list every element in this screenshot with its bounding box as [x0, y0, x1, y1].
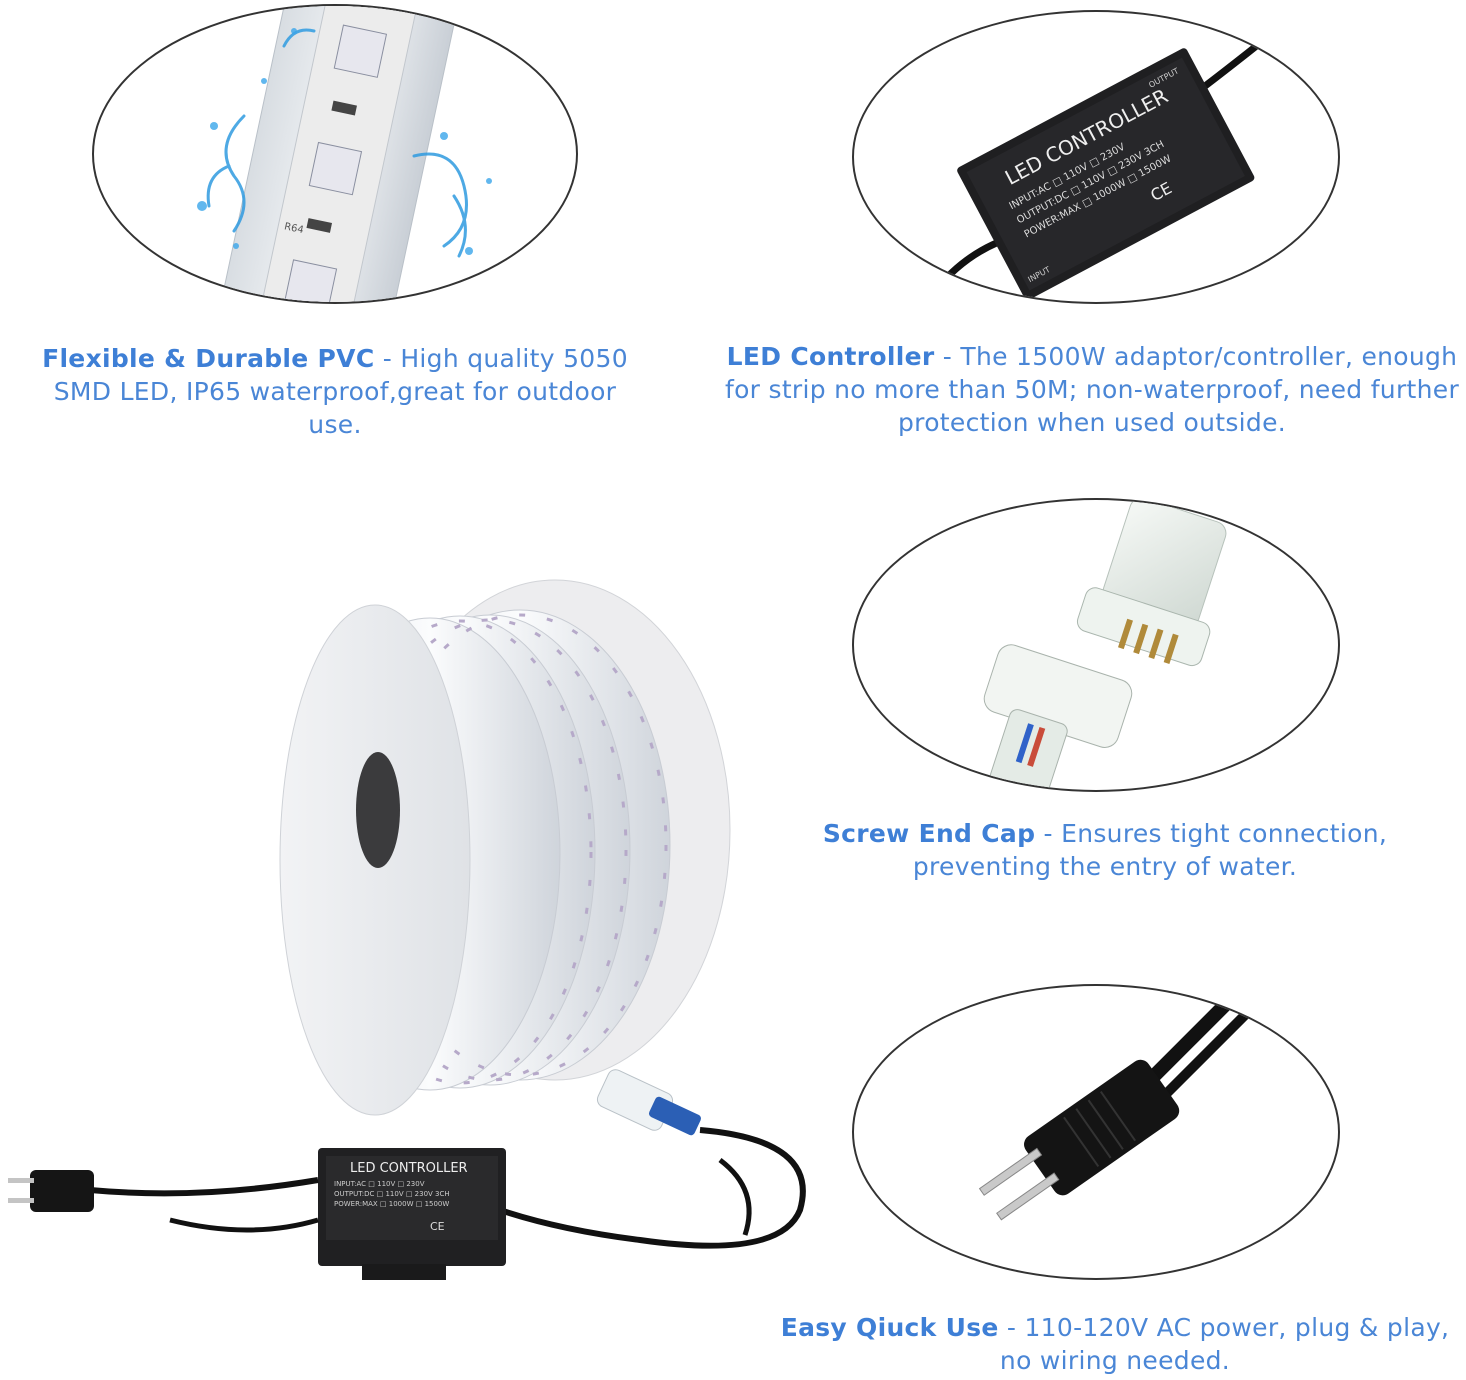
controller-oval: LED CONTROLLER INPUT:AC □ 110V □ 230V OU…	[852, 10, 1340, 304]
waterproof-strip-image: R64	[197, 6, 492, 302]
controller-image: LED CONTROLLER INPUT:AC □ 110V □ 230V OU…	[931, 29, 1277, 300]
feature-end-cap-text: Ensures tight connection, preventing the…	[912, 819, 1388, 881]
strip-marking: R64	[283, 221, 305, 236]
feature-pvc-sep: -	[374, 344, 401, 373]
feature-pvc: Flexible & Durable PVC - High quality 50…	[40, 342, 630, 441]
feature-controller-title: LED Controller	[726, 342, 935, 371]
feature-controller-text: The 1500W adaptor/controller, enough for…	[724, 342, 1460, 437]
feature-pvc-text: High quality 5050 SMD LED, IP65 waterpro…	[53, 344, 628, 439]
feature-pvc-title: Flexible & Durable PVC	[42, 344, 375, 373]
feature-easy-use-text: 110-120V AC power, plug & play, no wirin…	[999, 1313, 1450, 1375]
feature-end-cap: Screw End Cap - Ensures tight connection…	[790, 817, 1420, 883]
reel-controller-line3: POWER:MAX □ 1000W □ 1500W	[334, 1200, 449, 1208]
feature-end-cap-title: Screw End Cap	[822, 819, 1036, 848]
product-reel-image: LED CONTROLLER INPUT:AC □ 110V □ 230V OU…	[0, 560, 840, 1280]
end-cap-oval	[852, 498, 1340, 792]
feature-controller-sep: -	[934, 342, 961, 371]
feature-end-cap-sep: -	[1035, 819, 1062, 848]
end-cap-image	[983, 500, 1227, 790]
reel-controller-title: LED CONTROLLER	[350, 1161, 468, 1176]
plug-image	[978, 991, 1258, 1221]
feature-controller: LED Controller - The 1500W adaptor/contr…	[722, 340, 1462, 439]
feature-easy-use: Easy Qiuck Use - 110-120V AC power, plug…	[770, 1311, 1460, 1377]
reel-illustration: LED CONTROLLER INPUT:AC □ 110V □ 230V OU…	[8, 579, 806, 1280]
plug-oval	[852, 984, 1340, 1280]
waterproof-strip-oval: R64	[92, 4, 578, 304]
feature-easy-use-title: Easy Qiuck Use	[780, 1313, 999, 1342]
feature-easy-use-sep: -	[998, 1313, 1025, 1342]
reel-controller-ce: CE	[430, 1220, 445, 1233]
reel-controller-line2: OUTPUT:DC □ 110V □ 230V 3CH	[334, 1190, 450, 1198]
reel-controller-line1: INPUT:AC □ 110V □ 230V	[334, 1180, 425, 1188]
